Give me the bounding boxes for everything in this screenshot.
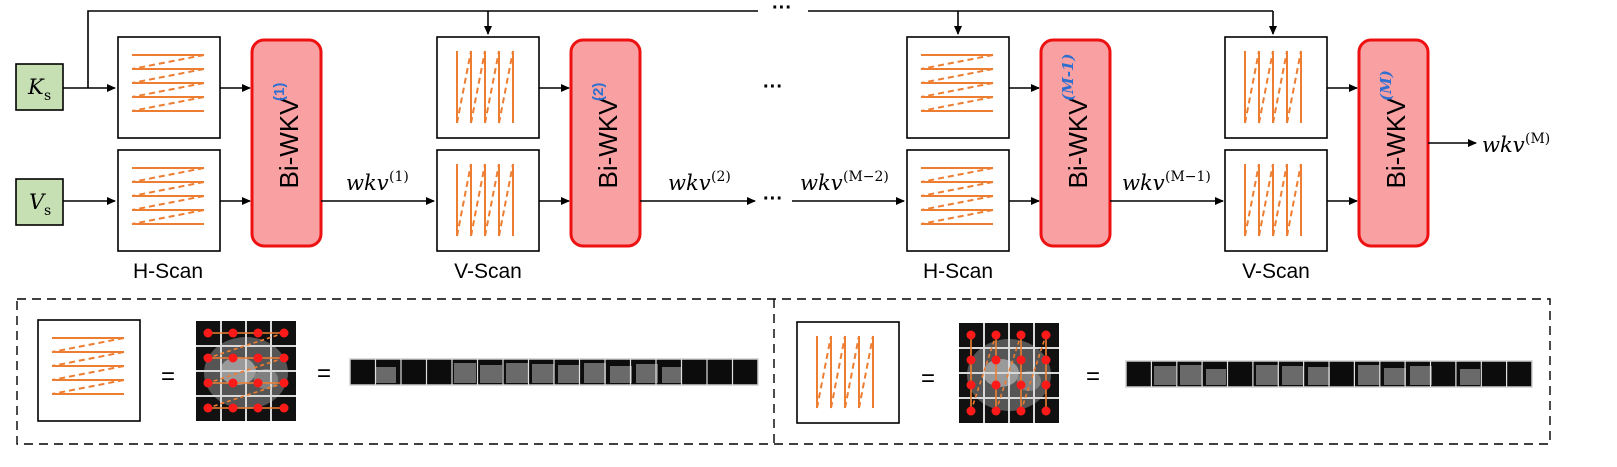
bi-wkv-index-1: (1) <box>271 83 288 101</box>
legend-h-scan-patch-sequence <box>349 358 759 386</box>
h-scan-box-top-2 <box>906 36 1010 139</box>
middle-ellipsis-bottom: ··· <box>763 188 783 210</box>
edge-wkv-m2: wkv <box>800 171 843 195</box>
legend-equals-3: = <box>921 365 935 392</box>
ks-label: K <box>27 75 45 99</box>
vs-label: V <box>29 190 46 214</box>
input-arrows <box>63 84 116 205</box>
edge-wkv-1-sup: (1) <box>389 169 409 185</box>
bi-wkv-block-m1: Bi-WKV (M-1) <box>1039 38 1112 248</box>
edge-wkv-m2-sup: (M−2) <box>843 169 889 185</box>
edge-wkv-m1-sup: (M−1) <box>1165 169 1211 185</box>
bi-wkv-label-m: Bi-WKV <box>1381 97 1411 189</box>
edge-wkv-m1: wkv <box>1122 171 1165 195</box>
legend-h-scan-ct-grid <box>196 321 296 421</box>
edge-wkv-2-sup: (2) <box>711 169 731 185</box>
h-scan-label-1: H-Scan <box>133 260 203 283</box>
ks-broadcast-line <box>87 10 1277 88</box>
bi-wkv-block-2: Bi-WKV (2) <box>569 38 642 248</box>
v-scan-box-bottom-1 <box>436 149 540 252</box>
bi-wkv-index-2: (2) <box>590 83 607 101</box>
legend-v-scan-icon <box>796 321 900 424</box>
ks-subscript: s <box>44 88 51 104</box>
legend-v-scan-patch-sequence <box>1125 360 1533 388</box>
ks-input-box: K s <box>15 63 64 111</box>
vs-subscript: s <box>44 203 51 219</box>
v-scan-box-top-1 <box>436 36 540 139</box>
edge-wkv-2: wkv <box>668 171 711 195</box>
edge-wkv-1: wkv <box>346 171 389 195</box>
output-wkv: wkv <box>1482 133 1525 157</box>
legend-h-scan-icon <box>37 319 141 422</box>
v-scan-label-2: V-Scan <box>1242 260 1310 283</box>
legend-v-scan-ct-grid <box>959 323 1059 423</box>
h-scan-box-bottom-1 <box>117 149 221 252</box>
bi-wkv-label-1: Bi-WKV <box>274 97 304 189</box>
bi-wkv-index-m1: (M-1) <box>1059 54 1077 101</box>
top-ellipsis: ··· <box>772 0 792 19</box>
stage3-arrows <box>1009 84 1040 205</box>
bi-wkv-index-m: (M) <box>1377 70 1395 101</box>
h-scan-box-top-1 <box>117 36 221 139</box>
vs-input-box: V s <box>15 178 64 226</box>
legend-equals-1: = <box>161 363 175 390</box>
bi-wkv-block-1: Bi-WKV (1) <box>250 38 323 248</box>
legend-equals-2: = <box>317 360 331 387</box>
stage1-arrows <box>220 84 251 205</box>
middle-ellipsis-top: ··· <box>763 76 783 98</box>
h-scan-box-bottom-2 <box>906 149 1010 252</box>
legend-equals-4: = <box>1086 363 1100 390</box>
legend-panel <box>16 298 1551 445</box>
bi-wkv-block-m: Bi-WKV (M) <box>1357 38 1430 248</box>
output-wkv-sup: (M) <box>1525 131 1550 147</box>
v-scan-box-bottom-2 <box>1224 149 1328 252</box>
bi-wkv-label-m1: Bi-WKV <box>1063 97 1093 189</box>
v-scan-label-1: V-Scan <box>454 260 522 283</box>
v-scan-box-top-2 <box>1224 36 1328 139</box>
stage4-arrows <box>1327 84 1358 205</box>
bi-wkv-label-2: Bi-WKV <box>593 97 623 189</box>
h-scan-label-2: H-Scan <box>923 260 993 283</box>
stage2-arrows <box>539 84 570 205</box>
